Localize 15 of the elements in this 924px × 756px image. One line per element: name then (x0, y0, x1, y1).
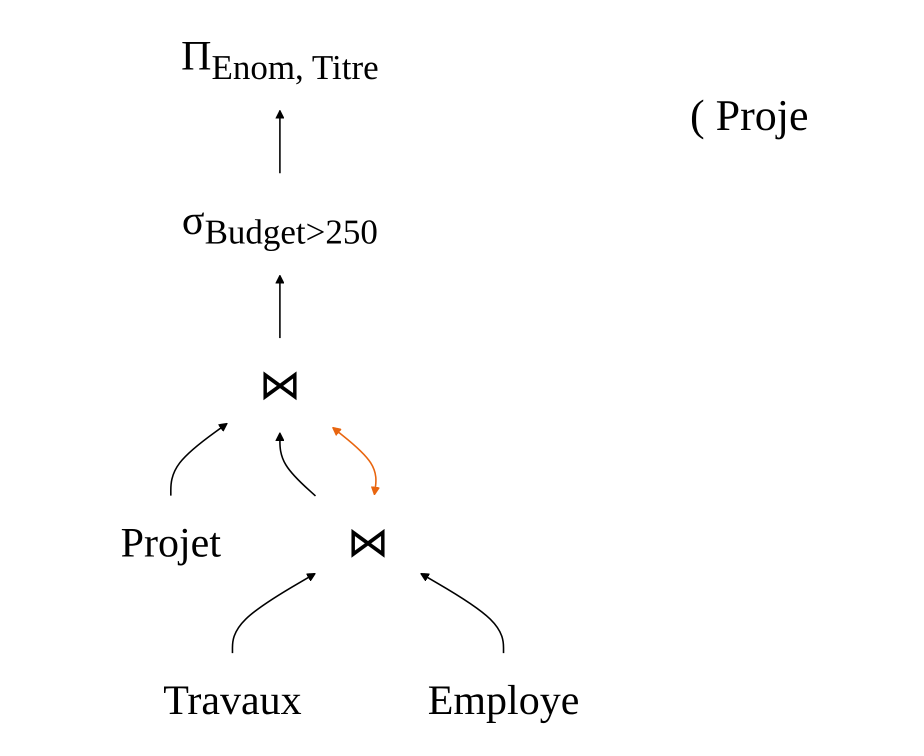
arrow (420, 572, 504, 654)
node-text: σ$_{Budget>250}$ (182, 196, 378, 252)
note-text: ( Proje (690, 90, 809, 141)
node-text: ⋈ (346, 518, 389, 566)
arrow (332, 426, 380, 496)
node-text: Π$_{Enom, Titre}$ (181, 32, 379, 88)
node-text: Travaux (163, 676, 302, 724)
arrow (275, 432, 316, 496)
arrow (275, 110, 285, 174)
arrow (170, 422, 228, 496)
node-text: Projet (120, 518, 221, 566)
arrow (275, 274, 285, 338)
node-text: Employe (428, 676, 580, 724)
node-text: ⋈ (258, 361, 301, 408)
arrow (232, 572, 316, 654)
